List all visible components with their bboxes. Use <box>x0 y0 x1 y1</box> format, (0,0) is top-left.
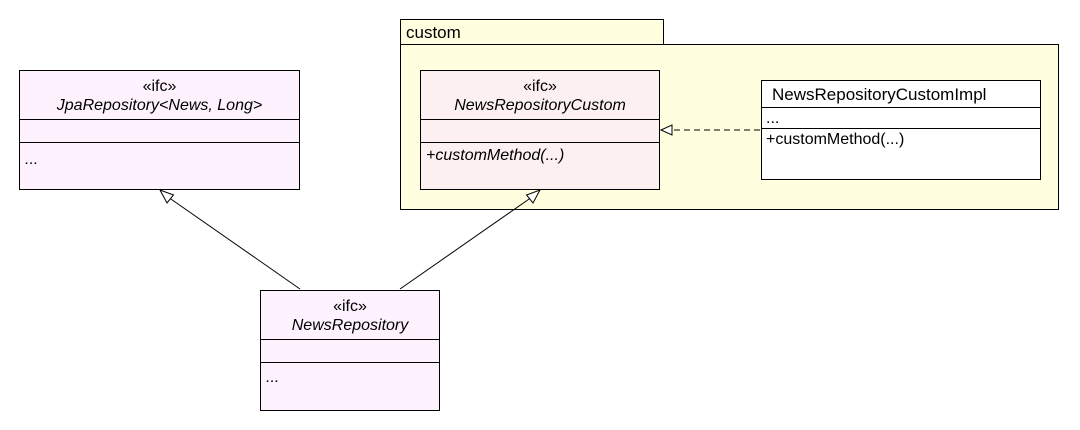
attributes-compartment <box>421 119 659 142</box>
operations-text: +customMethod(...) <box>766 131 905 148</box>
class-header: «ifc» NewsRepositoryCustom <box>421 71 659 119</box>
realization-arrowhead <box>659 124 673 136</box>
class-name: NewsRepository <box>291 317 409 334</box>
generalization-line-news-to-jpa[interactable] <box>167 196 301 290</box>
operations-text: ... <box>266 369 280 386</box>
class-header: «ifc» JpaRepository<News, Long> <box>20 71 299 119</box>
class-news-repository-custom-impl[interactable]: NewsRepositoryCustomImpl ... +customMeth… <box>761 80 1041 180</box>
class-header: NewsRepositoryCustomImpl <box>762 81 1040 107</box>
class-name: JpaRepository<News, Long> <box>56 97 263 114</box>
class-header: «ifc» NewsRepository <box>261 291 439 339</box>
generalization-arrowhead <box>158 189 175 204</box>
attributes-text: ... <box>766 110 780 127</box>
package-custom-tab: custom <box>400 19 664 45</box>
class-name: NewsRepositoryCustomImpl <box>772 85 987 104</box>
attributes-compartment <box>261 339 439 362</box>
generalization-line-news-to-custom[interactable] <box>399 196 533 290</box>
operations-compartment: ... <box>20 142 299 189</box>
operations-text: +customMethod(...) <box>426 147 565 164</box>
class-jpa-repository[interactable]: «ifc» JpaRepository<News, Long> ... <box>19 70 300 190</box>
class-news-repository-custom[interactable]: «ifc» NewsRepositoryCustom +customMethod… <box>420 70 660 190</box>
attributes-compartment: ... <box>762 107 1040 128</box>
stereotype-label: «ifc» <box>523 78 557 95</box>
class-name: NewsRepositoryCustom <box>454 97 626 114</box>
class-news-repository[interactable]: «ifc» NewsRepository ... <box>260 290 440 411</box>
attributes-compartment <box>20 119 299 142</box>
package-name: custom <box>406 23 461 42</box>
stereotype-label: «ifc» <box>142 78 177 95</box>
operations-compartment: +customMethod(...) <box>762 128 1040 179</box>
stereotype-label: «ifc» <box>333 298 367 315</box>
operations-compartment: +customMethod(...) <box>421 142 659 189</box>
operations-compartment: ... <box>261 362 439 410</box>
generalization-arrowhead <box>525 189 542 204</box>
operations-text: ... <box>25 151 39 168</box>
